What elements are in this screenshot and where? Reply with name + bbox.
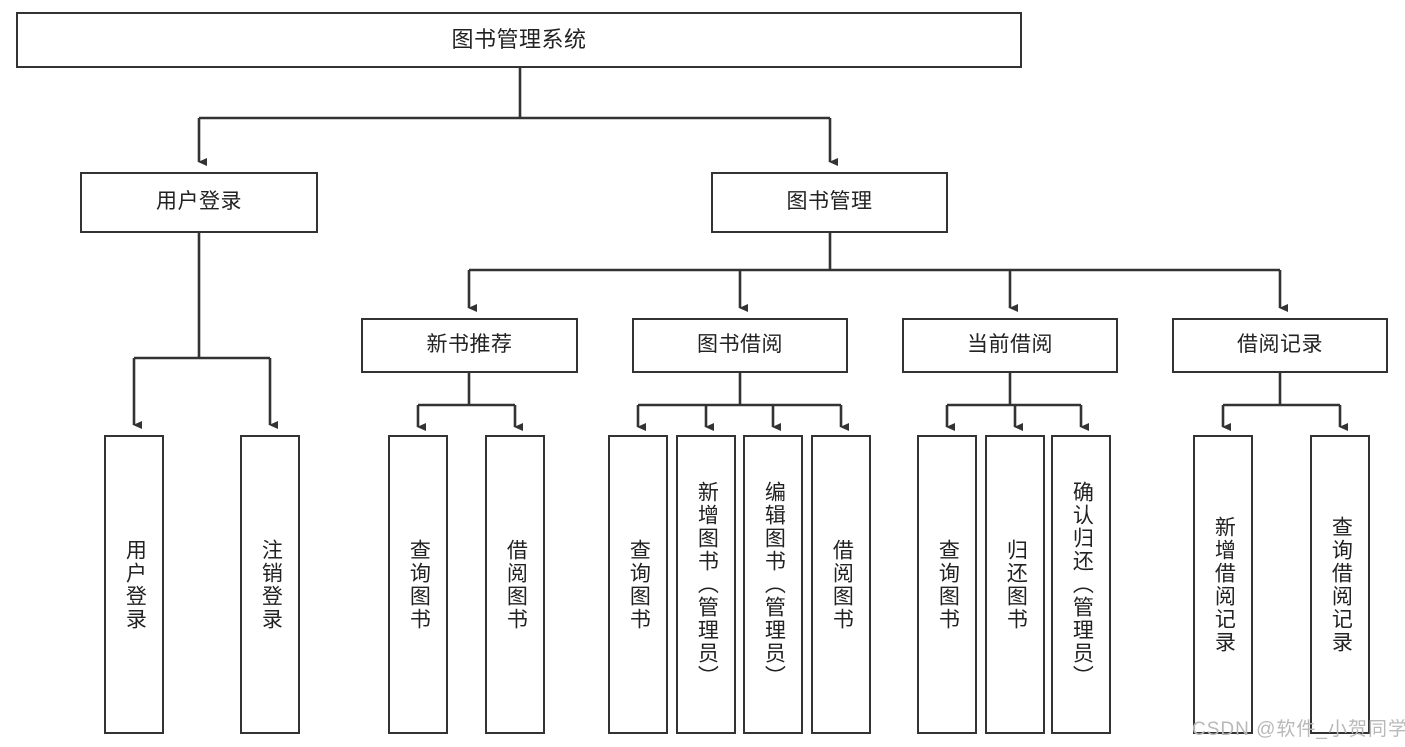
node-leaf-query-book-2[interactable]: 查询图书 bbox=[608, 435, 668, 734]
node-leaf-add-record-label: 新增借阅记录 bbox=[1212, 515, 1236, 654]
node-user-login[interactable]: 用户登录 bbox=[80, 172, 318, 233]
node-current-borrow-label: 当前借阅 bbox=[967, 333, 1053, 357]
node-user-login-label: 用户登录 bbox=[156, 190, 242, 214]
node-book-borrow[interactable]: 图书借阅 bbox=[632, 318, 848, 373]
node-leaf-logout[interactable]: 注销登录 bbox=[240, 435, 300, 734]
node-leaf-borrow-book-2[interactable]: 借阅图书 bbox=[811, 435, 871, 734]
node-leaf-query-book-3[interactable]: 查询图书 bbox=[917, 435, 977, 734]
node-leaf-borrow-book-1[interactable]: 借阅图书 bbox=[485, 435, 545, 734]
node-leaf-borrow-book-1-label: 借阅图书 bbox=[504, 538, 528, 631]
node-leaf-query-record[interactable]: 查询借阅记录 bbox=[1310, 435, 1370, 734]
node-leaf-query-book-1[interactable]: 查询图书 bbox=[388, 435, 448, 734]
node-leaf-confirm-return[interactable]: 确认归还（管理员） bbox=[1051, 435, 1111, 734]
node-leaf-borrow-book-2-label: 借阅图书 bbox=[830, 538, 854, 631]
node-leaf-user-login-label: 用户登录 bbox=[123, 538, 147, 631]
node-leaf-add-book-label: 新增图书（管理员） bbox=[695, 481, 719, 688]
node-leaf-confirm-return-label: 确认归还（管理员） bbox=[1070, 481, 1094, 688]
node-root-label: 图书管理系统 bbox=[451, 27, 587, 53]
node-borrow-record-label: 借阅记录 bbox=[1237, 333, 1323, 357]
node-leaf-add-record[interactable]: 新增借阅记录 bbox=[1193, 435, 1253, 734]
node-book-manage-label: 图书管理 bbox=[786, 190, 873, 214]
node-new-book-recommend[interactable]: 新书推荐 bbox=[361, 318, 578, 373]
node-borrow-record[interactable]: 借阅记录 bbox=[1172, 318, 1388, 373]
node-leaf-add-book[interactable]: 新增图书（管理员） bbox=[676, 435, 736, 734]
node-leaf-edit-book-label: 编辑图书（管理员） bbox=[762, 481, 786, 688]
node-leaf-query-book-2-label: 查询图书 bbox=[627, 538, 651, 631]
node-leaf-query-book-3-label: 查询图书 bbox=[936, 538, 960, 631]
node-leaf-edit-book[interactable]: 编辑图书（管理员） bbox=[743, 435, 803, 734]
node-leaf-query-record-label: 查询借阅记录 bbox=[1329, 515, 1353, 654]
node-leaf-logout-label: 注销登录 bbox=[259, 538, 283, 631]
node-new-book-recommend-label: 新书推荐 bbox=[426, 333, 513, 357]
node-book-manage[interactable]: 图书管理 bbox=[711, 172, 948, 233]
node-leaf-return-book[interactable]: 归还图书 bbox=[985, 435, 1045, 734]
node-leaf-query-book-1-label: 查询图书 bbox=[407, 538, 431, 631]
node-book-borrow-label: 图书借阅 bbox=[697, 333, 783, 357]
node-leaf-return-book-label: 归还图书 bbox=[1004, 538, 1028, 631]
node-root[interactable]: 图书管理系统 bbox=[16, 12, 1022, 68]
node-current-borrow[interactable]: 当前借阅 bbox=[902, 318, 1118, 373]
node-leaf-user-login[interactable]: 用户登录 bbox=[104, 435, 164, 734]
